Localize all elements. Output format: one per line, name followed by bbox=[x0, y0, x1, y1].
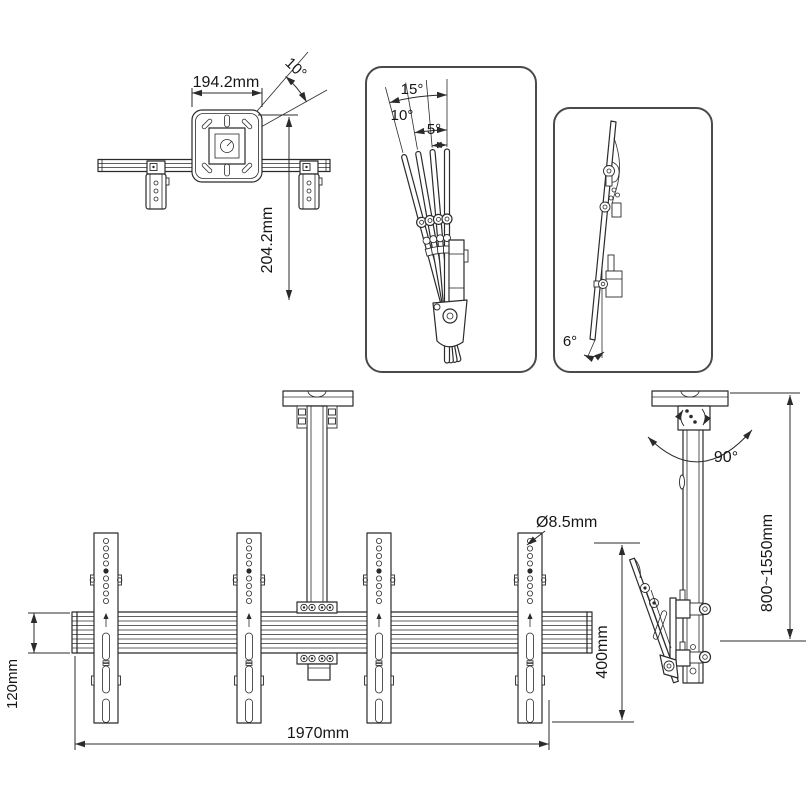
dim-side-tilt-angle: 6° bbox=[563, 333, 605, 363]
dim-top-width: 194.2mm bbox=[191, 74, 263, 107]
rail-height-label: 120mm bbox=[4, 659, 21, 709]
height-range-label: 800~1550mm bbox=[759, 514, 776, 612]
front-ceiling-pole bbox=[282, 390, 354, 681]
tv-bracket-1 bbox=[89, 532, 123, 724]
left-hook-bracket bbox=[145, 160, 170, 210]
dim-swivel-angle: 90° bbox=[647, 429, 753, 466]
top-view: 194.2mm 10° 204.2mm bbox=[97, 51, 331, 300]
tilt-bracket-plate bbox=[432, 239, 469, 348]
tilt-15-label: 15° bbox=[401, 81, 424, 98]
tilted-bracket-profile bbox=[587, 120, 623, 358]
top-width-label: 194.2mm bbox=[193, 74, 260, 91]
dim-bracket-height: 400mm bbox=[552, 542, 640, 723]
dim-height-range: 800~1550mm bbox=[720, 392, 806, 642]
front-view: 120mm 1970mm Ø8.5mm bbox=[4, 390, 597, 750]
side-tilted-bracket bbox=[629, 557, 679, 684]
tv-bracket-4 bbox=[513, 532, 547, 724]
vesa-plate bbox=[191, 109, 263, 183]
dim-overall-width: 1970mm bbox=[74, 656, 550, 750]
swivel-angle-label: 90° bbox=[714, 449, 738, 466]
top-depth-label: 204.2mm bbox=[259, 207, 276, 274]
side-tilt-panel: 6° bbox=[553, 107, 713, 373]
tv-bracket-2 bbox=[232, 532, 266, 724]
dim-rail-height: 120mm bbox=[4, 612, 70, 709]
side-tilt-angle-label: 6° bbox=[563, 333, 577, 350]
tilt-angle-panel: 15° 10° 5° bbox=[365, 66, 537, 373]
tilt-10-label: 10° bbox=[391, 107, 414, 124]
overall-width-label: 1970mm bbox=[287, 725, 349, 742]
side-ceiling-pole bbox=[651, 390, 729, 684]
tilt-5-label: 5° bbox=[427, 121, 441, 138]
bracket-height-label: 400mm bbox=[594, 625, 611, 678]
side-view: 90° 400mm 800~1550mm bbox=[552, 390, 806, 723]
right-hook-bracket bbox=[298, 160, 323, 210]
hole-diameter-label: Ø8.5mm bbox=[536, 514, 597, 531]
dim-top-depth: 204.2mm bbox=[258, 114, 298, 300]
tv-bracket-3 bbox=[362, 532, 396, 724]
tilt-angle-dimensions: 15° 10° 5° bbox=[389, 81, 448, 149]
dim-hole-diameter: Ø8.5mm bbox=[526, 514, 597, 546]
front-rail bbox=[71, 611, 593, 654]
